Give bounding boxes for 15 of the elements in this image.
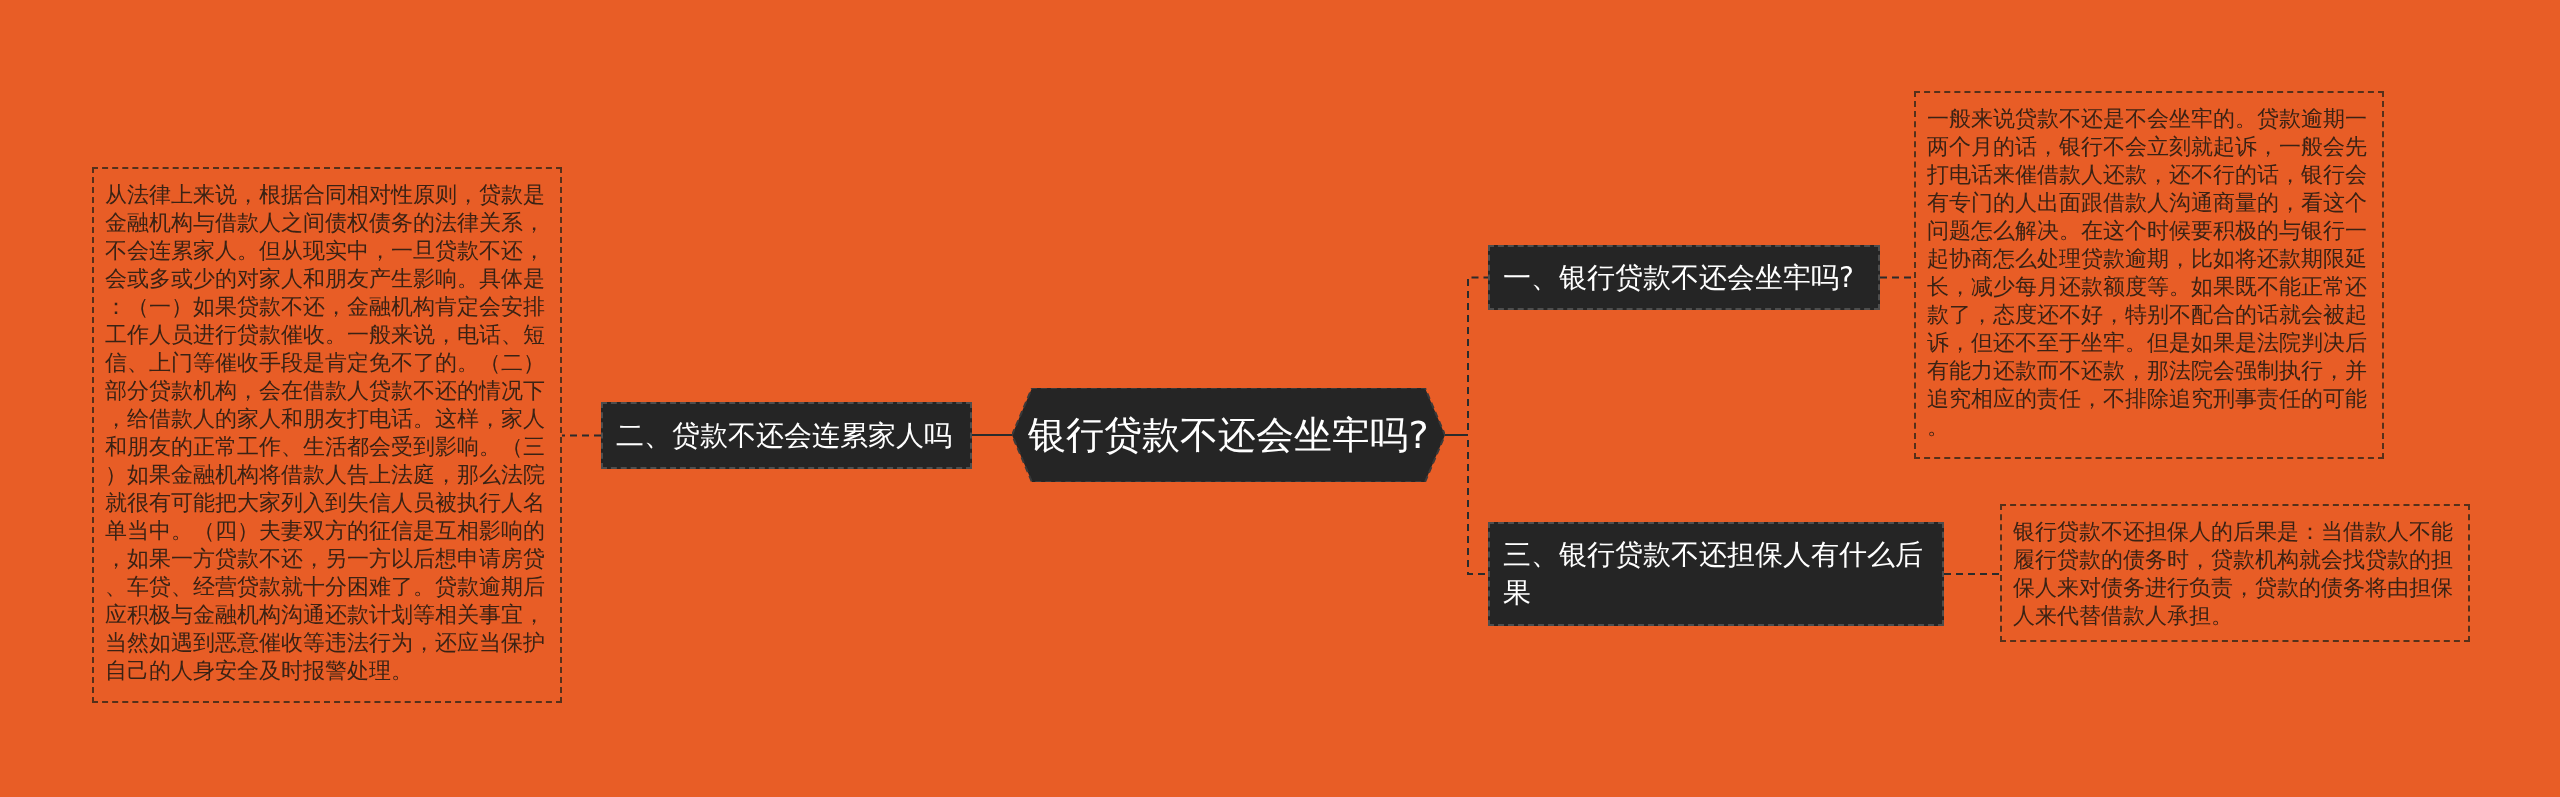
subtopic-box [1488, 245, 1880, 310]
subtopic-text: 三、银行贷款不还担保人有什么后果 [1503, 537, 1924, 611]
connector-line [561, 434, 602, 437]
central-topic-hexagon [1012, 388, 1445, 482]
subtopic-box [601, 402, 972, 469]
note-text: 从法律上来说，根据合同相对性原则，贷款是金融机构与借款人之间债权债务的法律关系，不会连累家人。但从现实中，一旦贷款不还，会或多或少的对家人和朋友产生影响。具体是：（一）如果贷款不还，金融机构肯定会安排工作人员进行贷款催收。一般来说，电话、短信、上门等催收手段是肯定免不了的。（二）部分贷款机构，会在借款人贷款不还的情况下，给借款人的家人和朋友打电话。这样，家人和朋友的正常工作、生活都会受到影响。（三）如果金融机构将借款人告上法庭，那么法院就很有可能把大家列入到失信人员被执行人名单当中。（四）夫妻双方的征信是互相影响的，如果一方贷款不还，另一方以后想申请房贷、车贷、经营贷款就十分困难了。贷款逾期后应积极与金融机构沟通还款计划等相关事宜，当然如遇到恶意催收等违法行为，还应当保护自己的人身安全及时报警处理。 [105, 181, 546, 685]
subtopic-text: 一、银行贷款不还会坐牢吗? [1503, 259, 1855, 296]
connector-line [971, 434, 1013, 436]
central-topic-text: 银行贷款不还会坐牢吗? [1028, 412, 1429, 458]
note-text: 银行贷款不还担保人的后果是：当借款人不能履行贷款的债务时，贷款机构就会找贷款的担保人来对债务进行负责，贷款的债务将由担保人来代替借款人承担。 [2013, 518, 2454, 630]
subtopic-text: 二、贷款不还会连累家人吗 [616, 417, 953, 454]
note-box [2000, 504, 2470, 642]
connector-line [1943, 573, 2001, 575]
subtopic-box [1488, 522, 1944, 626]
note-text: 一般来说贷款不还是不会坐牢的。贷款逾期一两个月的话，银行不会立刻就起诉，一般会先打电话来催借款人还款，还不行的话，银行会有专门的人出面跟借款人沟通商量的，看这个问题怎么解决。在这个时候要积极的与银行一起协商怎么处理贷款逾期，比如将还款期限延长，减少每月还款额度等。如果既不能正常还款了，态度还不好，特别不配合的话就会被起诉，但还不至于坐牢。但是如果是法院判决后有能力还款而不还款，那法院会强制执行，并追究相应的责任，不排除追究刑事责任的可能。 [1927, 105, 2368, 441]
